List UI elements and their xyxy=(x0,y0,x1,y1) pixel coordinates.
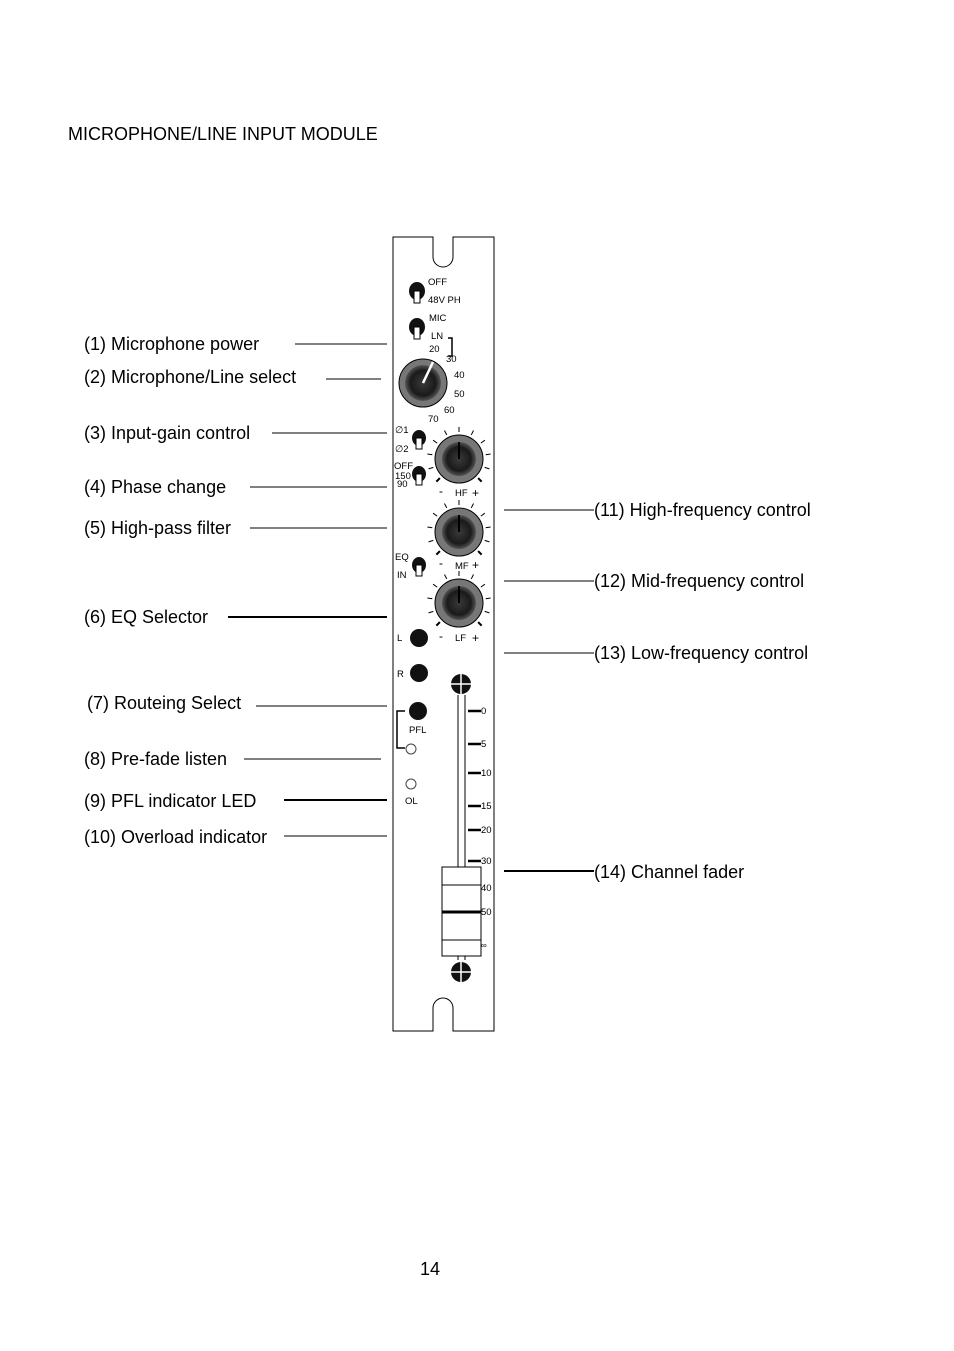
lf-label: LF xyxy=(455,633,466,644)
callout-high-pass-filter: (5) High-pass filter xyxy=(84,518,232,538)
routing-r-button xyxy=(410,664,428,682)
hpf-off-label: OFF xyxy=(394,461,413,472)
toggle-switch-icon xyxy=(412,557,426,577)
phase2-label: ∅2 xyxy=(395,444,409,455)
callout-overload-indicator: (10) Overload indicator xyxy=(84,827,268,847)
routing-l-button xyxy=(410,629,428,647)
leader-lines xyxy=(228,343,594,872)
callout-pfl-led: (9) PFL indicator LED xyxy=(84,791,257,811)
toggle-switch-icon xyxy=(412,466,426,486)
eq-knobs xyxy=(427,427,491,628)
ln-label: LN xyxy=(431,331,443,342)
mf-knob-icon xyxy=(427,500,491,557)
hpf-150-label: 150 xyxy=(395,471,411,482)
fader-tick-label: 40 xyxy=(481,883,492,894)
callout-eq-selector: (6) EQ Selector xyxy=(84,607,209,627)
pfl-label: PFL xyxy=(409,725,426,736)
mic-label: MIC xyxy=(429,313,447,324)
fader-tick-label: 20 xyxy=(481,825,492,836)
page-title: MICROPHONE/LINE INPUT MODULE xyxy=(68,124,378,144)
callout-high-frequency: (11) High-frequency control xyxy=(594,500,811,520)
screw-icon xyxy=(451,674,471,694)
gain-70: 70 xyxy=(428,414,439,425)
hf-plus: + xyxy=(472,486,479,500)
fader-tick-label: 15 xyxy=(481,801,492,812)
mf-label: MF xyxy=(455,561,469,572)
fader-tick-label: 30 xyxy=(481,856,492,867)
callout-mid-frequency: (12) Mid-frequency control xyxy=(594,571,805,591)
callout-routeing-select: (7) Routeing Select xyxy=(87,693,242,713)
callout-input-gain: (3) Input-gain control xyxy=(84,423,251,443)
callout-pre-fade-listen: (8) Pre-fade listen xyxy=(84,749,228,769)
callout-channel-fader: (14) Channel fader xyxy=(594,862,745,882)
screw-icon xyxy=(451,962,471,982)
pfl-led-icon xyxy=(405,743,417,755)
hpf-90-label: 90 xyxy=(397,479,408,490)
route-r-label: R xyxy=(397,669,404,680)
toggle-switch-icon xyxy=(409,318,425,340)
callout-microphone-power: (1) Microphone power xyxy=(84,334,260,354)
eq-in-label: IN xyxy=(397,570,407,581)
fader-tick-label: 0 xyxy=(481,706,486,717)
page-number: 14 xyxy=(420,1259,441,1279)
gain-50: 50 xyxy=(454,389,465,400)
fader-knob-icon xyxy=(441,866,482,957)
lf-knob-icon xyxy=(427,571,491,628)
ol-led-icon xyxy=(405,778,417,790)
power-off-label: OFF xyxy=(428,277,447,288)
eq-label: EQ xyxy=(395,552,409,563)
mf-minus: - xyxy=(439,556,443,570)
fader-tick-label: ∞ xyxy=(481,941,487,950)
pfl-bracket xyxy=(396,710,405,749)
toggle-switch-icon xyxy=(412,430,426,450)
phase1-label: ∅1 xyxy=(395,425,409,436)
gain-20: 20 xyxy=(429,344,440,355)
lf-minus: - xyxy=(439,629,443,643)
hf-label: HF xyxy=(455,488,468,499)
fader-tick-label: 50 xyxy=(481,907,492,918)
module-panel xyxy=(392,236,495,1032)
mf-plus: + xyxy=(472,558,479,572)
fader-tick-label: 5 xyxy=(481,739,486,750)
fader-tick-label: 10 xyxy=(481,768,492,779)
toggle-switch-icon xyxy=(409,282,425,304)
pfl-button xyxy=(409,702,427,720)
ln-bracket xyxy=(448,337,453,357)
route-l-label: L xyxy=(397,633,402,644)
gain-knob-icon xyxy=(398,358,448,408)
gain-30: 30 xyxy=(446,354,457,365)
callout-phase-change: (4) Phase change xyxy=(84,477,227,497)
power-48v-label: 48V PH xyxy=(428,295,461,306)
hf-minus: - xyxy=(439,484,443,498)
lf-plus: + xyxy=(472,631,479,645)
gain-40: 40 xyxy=(454,370,465,381)
ol-label: OL xyxy=(405,796,418,807)
gain-60: 60 xyxy=(444,405,455,416)
callout-low-frequency: (13) Low-frequency control xyxy=(594,643,809,663)
hf-knob-icon xyxy=(427,427,491,484)
callout-mic-line-select: (2) Microphone/Line select xyxy=(84,367,297,387)
